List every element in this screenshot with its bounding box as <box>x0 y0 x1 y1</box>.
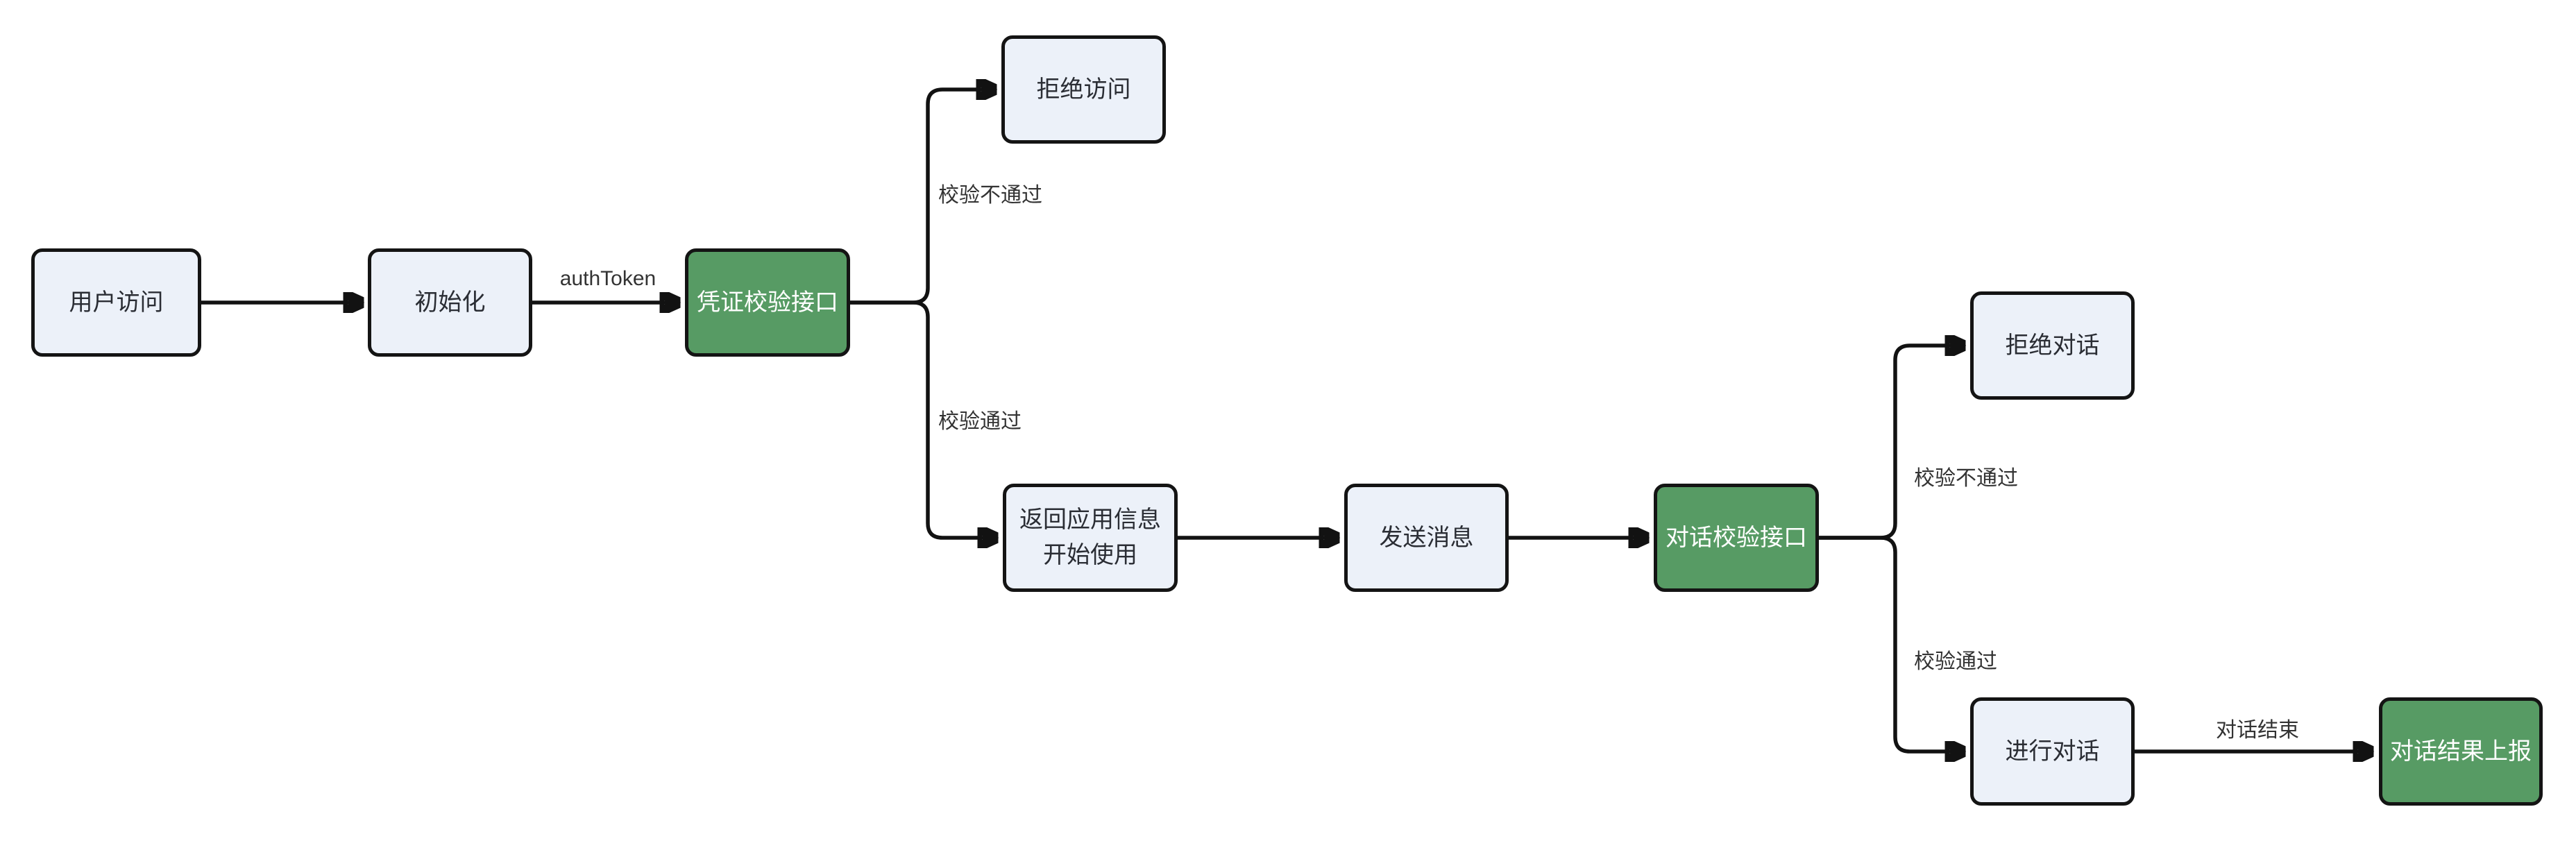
node-dialog-check-api: 对话校验接口 <box>1654 484 1819 592</box>
node-return-app-info-line2: 开始使用 <box>1043 542 1137 568</box>
node-user-access: 用户访问 <box>31 248 201 357</box>
node-send-message: 发送消息 <box>1344 484 1509 592</box>
node-do-dialog-label: 进行对话 <box>2005 738 2100 765</box>
edge-dialog-check-api-to-do-dialog <box>1817 536 1966 751</box>
node-do-dialog: 进行对话 <box>1970 697 2135 806</box>
edge-label-credential-check-fail: 校验不通过 <box>934 176 1046 210</box>
node-credential-check-api: 凭证校验接口 <box>685 248 850 357</box>
node-return-app-info: 返回应用信息 开始使用 <box>1003 484 1178 592</box>
edge-label-dialog-check-pass: 校验通过 <box>1910 643 2001 676</box>
node-dialog-check-api-label: 对话校验接口 <box>1666 524 1807 551</box>
node-init-label: 初始化 <box>414 289 486 316</box>
node-deny-access: 拒绝访问 <box>1001 35 1166 144</box>
node-dialog-result-report-label: 对话结果上报 <box>2390 738 2532 765</box>
node-dialog-result-report: 对话结果上报 <box>2379 697 2543 806</box>
node-deny-dialog-label: 拒绝对话 <box>2005 332 2100 359</box>
node-user-access-label: 用户访问 <box>69 289 164 316</box>
node-return-app-info-line1: 返回应用信息 <box>1019 507 1161 533</box>
edge-label-auth-token: authToken <box>555 266 661 292</box>
node-send-message-label: 发送消息 <box>1379 524 1474 551</box>
node-deny-dialog: 拒绝对话 <box>1970 291 2135 400</box>
node-credential-check-api-label: 凭证校验接口 <box>697 289 838 316</box>
edge-label-dialog-end: 对话结束 <box>2212 711 2303 745</box>
edge-credential-check-api-to-return-app-info <box>848 300 999 538</box>
node-init: 初始化 <box>368 248 532 357</box>
edge-label-credential-check-pass: 校验通过 <box>934 402 1026 436</box>
edge-dialog-check-api-to-deny-dialog <box>1817 346 1966 540</box>
node-deny-access-label: 拒绝访问 <box>1036 76 1131 103</box>
edge-label-dialog-check-fail: 校验不通过 <box>1910 459 2022 493</box>
